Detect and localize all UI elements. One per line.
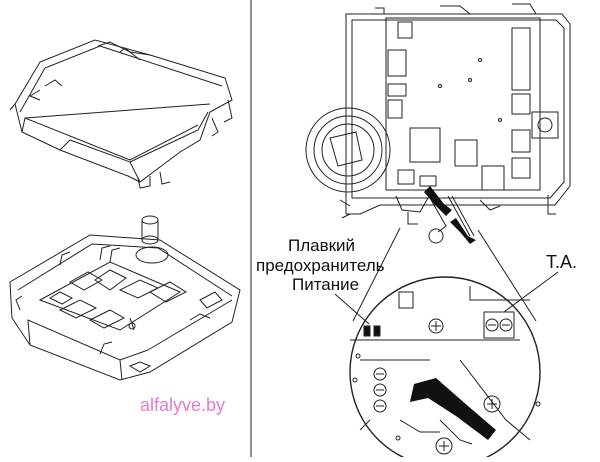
- open-box-drawing: [9, 215, 241, 381]
- magnified-view: [334, 227, 559, 462]
- wire-black-1: [424, 186, 452, 216]
- thermal-anchor-label: Т.А.: [546, 252, 578, 272]
- fuse-label-line1: Плавкий: [288, 236, 356, 255]
- magnified-wire-black: [410, 378, 496, 440]
- control-board-drawing: [305, 3, 571, 244]
- cover-drawing: [9, 39, 233, 189]
- power-label: Питание: [292, 275, 360, 294]
- magnified-wire-outline: [439, 419, 473, 445]
- watermark-text: alfalyve.by: [140, 395, 226, 415]
- fuse-label-line2: предохранитель: [256, 256, 385, 275]
- wire-black-2: [450, 218, 476, 244]
